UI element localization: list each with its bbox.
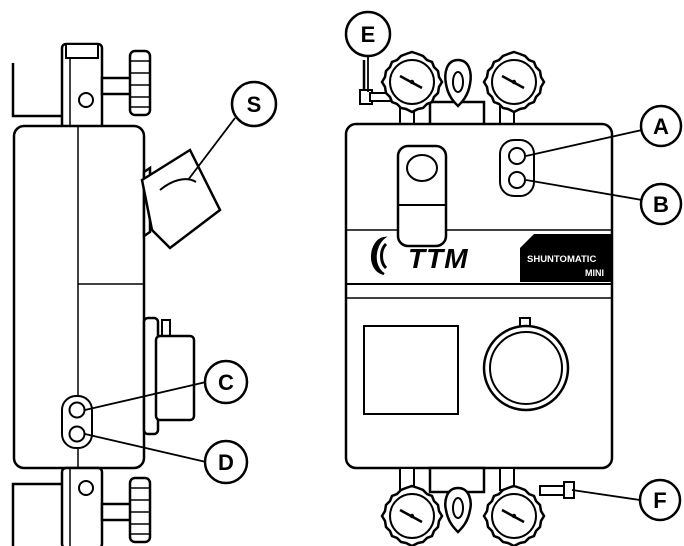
front-dial <box>482 317 570 412</box>
top-right-gauge <box>482 50 546 114</box>
callout-a: A <box>639 104 683 148</box>
callout-b-label: B <box>653 192 669 217</box>
leader-s <box>187 117 236 181</box>
side-bottom-knob <box>128 476 152 544</box>
front-body <box>344 122 614 470</box>
bottom-bracket <box>444 486 472 534</box>
callout-s-label: S <box>247 92 262 117</box>
callout-c-label: C <box>218 370 234 395</box>
bottom-right-gauge <box>482 484 546 546</box>
bottom-left-gauge <box>380 484 444 546</box>
port-b <box>508 171 526 189</box>
brand-logo <box>371 236 388 275</box>
callout-f: F <box>638 478 682 522</box>
side-actuator <box>140 148 222 250</box>
side-top-pipe <box>11 63 62 118</box>
product-badge <box>520 234 612 282</box>
port-c-side <box>68 401 86 419</box>
top-bracket <box>444 58 472 108</box>
leader-b <box>525 179 643 201</box>
front-view: TTM SHUNTOMATIC MINI <box>344 50 614 546</box>
side-bottom-pipe <box>11 482 62 546</box>
display-window <box>363 325 459 415</box>
callout-e-label: E <box>361 22 376 47</box>
callouts <box>84 54 643 501</box>
side-view <box>11 42 222 546</box>
leader-d <box>84 433 207 463</box>
callout-a-label: A <box>653 114 669 139</box>
leader-c <box>84 381 207 411</box>
callout-f-label: F <box>653 488 666 513</box>
callout-e: E <box>344 10 392 58</box>
brand-text: TTM <box>408 243 469 274</box>
badge-line2: MINI <box>585 268 604 278</box>
callout-d-label: D <box>218 450 234 475</box>
badge-line1: SHUNTOMATIC <box>527 254 596 265</box>
callout-d: D <box>203 439 249 485</box>
leader-a <box>525 129 643 157</box>
port-d-side <box>68 425 86 443</box>
callout-c: C <box>203 359 249 405</box>
port-a <box>508 147 526 165</box>
leader-f <box>571 489 641 501</box>
side-bottom-fitting <box>60 466 104 546</box>
callout-b: B <box>639 182 683 226</box>
callout-s: S <box>230 80 278 128</box>
side-top-knob <box>128 49 152 117</box>
side-control-box <box>142 316 196 436</box>
